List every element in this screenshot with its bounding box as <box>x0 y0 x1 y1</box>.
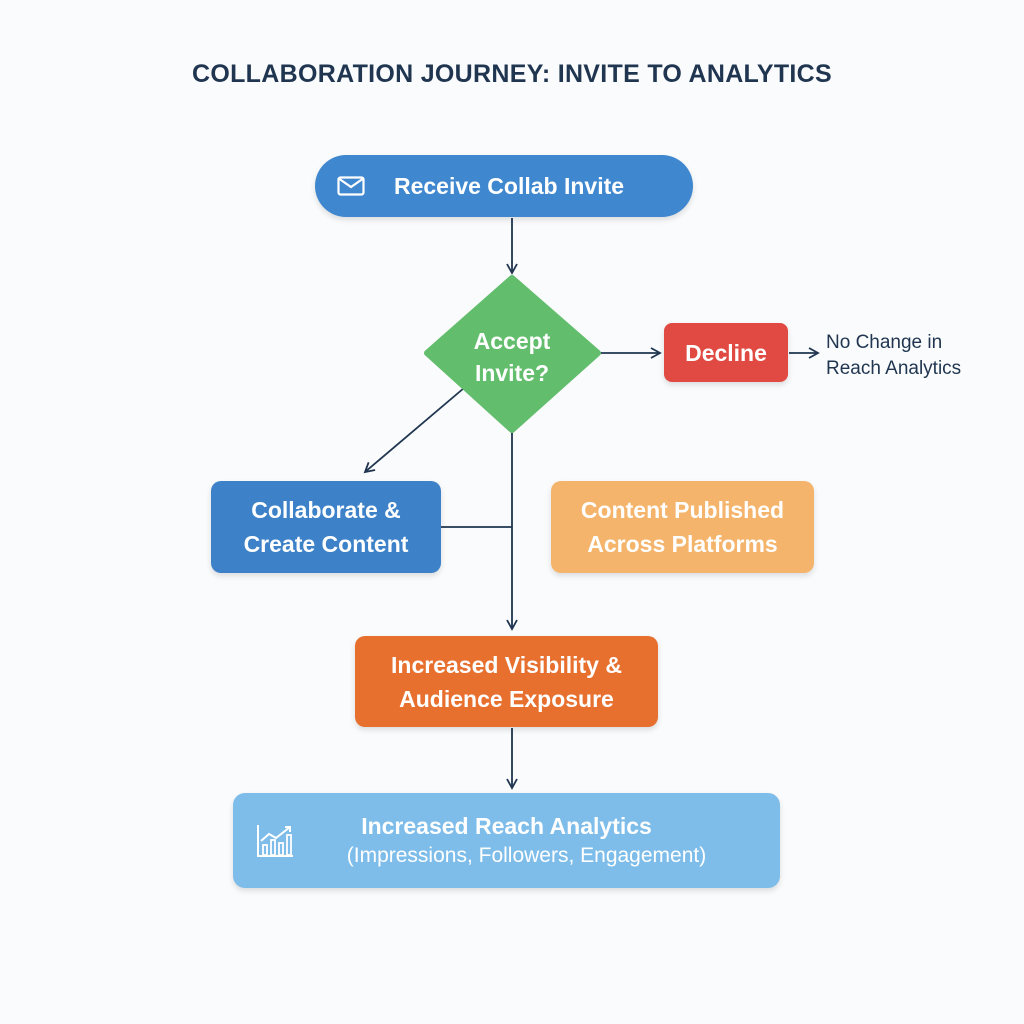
node-collaborate-line2: Create Content <box>243 531 409 557</box>
mail-icon <box>337 176 365 196</box>
node-collaborate-line1: Collaborate & <box>251 497 401 523</box>
node-receive-invite: Receive Collab Invite <box>315 155 693 217</box>
bar-chart-growth-icon <box>257 825 293 857</box>
decision-label-line2: Invite? <box>474 360 550 386</box>
edge-decision-to-collaborate <box>363 387 465 474</box>
node-content-published-line2: Across Platforms <box>587 531 778 557</box>
no-change-line2: Reach Analytics <box>826 358 962 379</box>
no-change-line1: No Change in <box>826 332 943 353</box>
node-collaborate: Collaborate & Create Content <box>211 481 441 573</box>
decision-diamond <box>424 275 601 433</box>
decision-label: Accept Invite? <box>452 322 572 392</box>
node-receive-invite-label: Receive Collab Invite <box>393 173 625 199</box>
node-increased-visibility: Increased Visibility & Audience Exposure <box>355 636 658 727</box>
diagram-title: COLLABORATION JOURNEY: INVITE TO ANALYTI… <box>192 60 832 88</box>
no-change-note: No Change in Reach Analytics <box>826 330 1016 382</box>
node-decline: Decline <box>664 323 788 382</box>
decision-label-line1: Accept <box>473 328 551 354</box>
node-content-published-line1: Content Published <box>580 497 785 523</box>
node-decline-label: Decline <box>685 339 767 366</box>
node-increased-visibility-line2: Audience Exposure <box>399 685 614 712</box>
node-increased-visibility-line1: Increased Visibility & <box>391 651 622 678</box>
node-reach-analytics-metrics: (Impressions, Followers, Engagement) <box>346 843 707 867</box>
node-reach-analytics-title: Increased Reach Analytics <box>361 812 652 839</box>
node-reach-analytics: Increased Reach Analytics (Impressions, … <box>233 793 780 888</box>
node-content-published: Content Published Across Platforms <box>551 481 814 573</box>
